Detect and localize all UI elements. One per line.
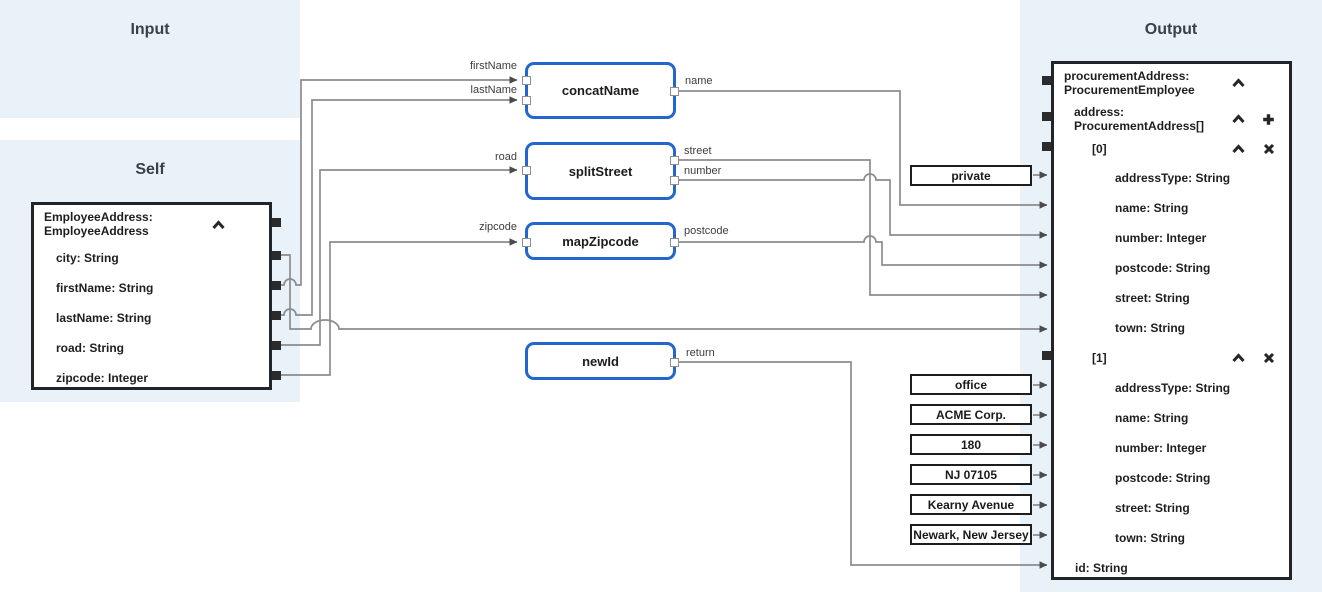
constant-office[interactable]: office [910, 374, 1032, 395]
port-splitstreet-out-street[interactable] [670, 155, 679, 165]
param-label-return: return [686, 347, 715, 359]
port-splitstreet-out-number[interactable] [670, 175, 679, 185]
constant-private[interactable]: private [910, 165, 1032, 186]
source-field-zipcode[interactable]: zipcode: Integer [56, 371, 149, 385]
chevron-up-icon[interactable] [211, 220, 226, 230]
target-field-name-0[interactable]: name: String [1115, 201, 1189, 215]
source-field-city[interactable]: city: String [56, 251, 119, 265]
param-label-name: name [685, 75, 713, 87]
param-label-zipcode: zipcode [479, 221, 517, 233]
plus-icon[interactable] [1262, 113, 1275, 126]
source-field-firstname[interactable]: firstName: String [56, 281, 154, 295]
target-field-street-0[interactable]: street: String [1115, 291, 1190, 305]
source-node-employee-address[interactable]: EmployeeAddress: EmployeeAddress city: S… [31, 202, 272, 390]
chevron-up-icon[interactable] [1231, 353, 1246, 363]
port-firstname[interactable] [272, 280, 281, 290]
param-label-number: number [684, 165, 722, 177]
close-icon[interactable] [1263, 143, 1275, 155]
target-node-procurement-employee[interactable]: procurementAddress: ProcurementEmployee … [1051, 61, 1292, 580]
port-mapzipcode-in-zipcode[interactable] [522, 237, 531, 247]
constant-kearny-avenue[interactable]: Kearny Avenue [910, 494, 1032, 515]
input-panel [0, 0, 300, 118]
chevron-up-icon[interactable] [1231, 114, 1246, 124]
function-label: splitStreet [568, 163, 633, 179]
wire-name-name-0 [679, 90, 1048, 209]
port-address[interactable] [1042, 111, 1051, 121]
port-concatname-in-firstname[interactable] [522, 75, 531, 85]
port-newid-out-return[interactable] [670, 357, 679, 367]
constant-nj-07105[interactable]: NJ 07105 [910, 464, 1032, 485]
port-procurementaddress[interactable] [1042, 75, 1051, 85]
port-item-0[interactable] [1042, 141, 1051, 151]
target-field-postcode-0[interactable]: postcode: String [1115, 261, 1211, 275]
wire-postcode-postcode-0 [679, 235, 1048, 269]
port-zipcode[interactable] [272, 370, 281, 380]
wire-number-number-0 [679, 173, 1048, 239]
target-field-postcode-1[interactable]: postcode: String [1115, 471, 1211, 485]
source-field-lastname[interactable]: lastName: String [56, 311, 152, 325]
param-label-lastname: lastName [470, 84, 517, 96]
wire-return-id [679, 361, 1048, 569]
param-label-firstname: firstName [469, 60, 517, 72]
target-field-number-1[interactable]: number: Integer [1115, 441, 1207, 455]
wire-lastname-concatname [281, 96, 518, 316]
target-item-0-index: [0] [1092, 142, 1107, 156]
target-item-1-index: [1] [1092, 351, 1107, 365]
function-label: mapZipcode [562, 233, 639, 249]
source-node-title: EmployeeAddress: EmployeeAddress [44, 210, 153, 238]
port-road[interactable] [272, 340, 281, 350]
close-icon[interactable] [1263, 352, 1275, 364]
target-root-title: procurementAddress: ProcurementEmployee [1064, 69, 1195, 97]
constant-180[interactable]: 180 [910, 434, 1032, 455]
param-label-postcode: postcode [684, 225, 729, 237]
port-item-1[interactable] [1042, 350, 1051, 360]
function-node-splitstreet[interactable]: splitStreet [525, 142, 676, 200]
chevron-up-icon[interactable] [1231, 144, 1246, 154]
port-city[interactable] [272, 250, 281, 260]
target-field-town-0[interactable]: town: String [1115, 321, 1185, 335]
function-node-concatname[interactable]: concatName [525, 62, 676, 119]
wire-city-town-0 [281, 254, 1048, 333]
input-panel-title: Input [130, 21, 170, 38]
port-lastname[interactable] [272, 310, 281, 320]
function-node-newid[interactable]: newId [525, 342, 676, 380]
port-mapzipcode-out-postcode[interactable] [670, 237, 679, 247]
port-concatname-out-name[interactable] [670, 86, 679, 96]
constant-acme-corp[interactable]: ACME Corp. [910, 404, 1032, 425]
port-concatname-in-lastname[interactable] [522, 95, 531, 105]
target-field-addresstype-0[interactable]: addressType: String [1115, 171, 1231, 185]
function-node-mapzipcode[interactable]: mapZipcode [525, 222, 676, 260]
target-field-street-1[interactable]: street: String [1115, 501, 1190, 515]
wire-zipcode-mapzipcode [281, 238, 518, 376]
output-panel-title: Output [1144, 21, 1198, 38]
port-splitstreet-in-road[interactable] [522, 165, 531, 175]
target-field-town-1[interactable]: town: String [1115, 531, 1185, 545]
wire-road-splitstreet [281, 166, 518, 346]
function-label: newId [582, 353, 619, 369]
wire-firstname-concatname [281, 76, 518, 286]
target-field-addresstype-1[interactable]: addressType: String [1115, 381, 1231, 395]
target-field-name-1[interactable]: name: String [1115, 411, 1189, 425]
port-employeeaddress[interactable] [272, 217, 281, 227]
param-label-street: street [684, 145, 712, 157]
target-address-title: address: ProcurementAddress[] [1074, 105, 1205, 133]
source-field-road[interactable]: road: String [56, 341, 124, 355]
function-label: concatName [561, 83, 640, 98]
param-label-road: road [494, 151, 517, 163]
wire-street-street-0 [679, 159, 1048, 299]
constant-newark-new-jersey[interactable]: Newark, New Jersey [910, 524, 1032, 545]
target-field-id[interactable]: id: String [1075, 561, 1128, 575]
target-field-number-0[interactable]: number: Integer [1115, 231, 1207, 245]
self-panel-title: Self [135, 161, 165, 178]
chevron-up-icon[interactable] [1231, 78, 1246, 88]
